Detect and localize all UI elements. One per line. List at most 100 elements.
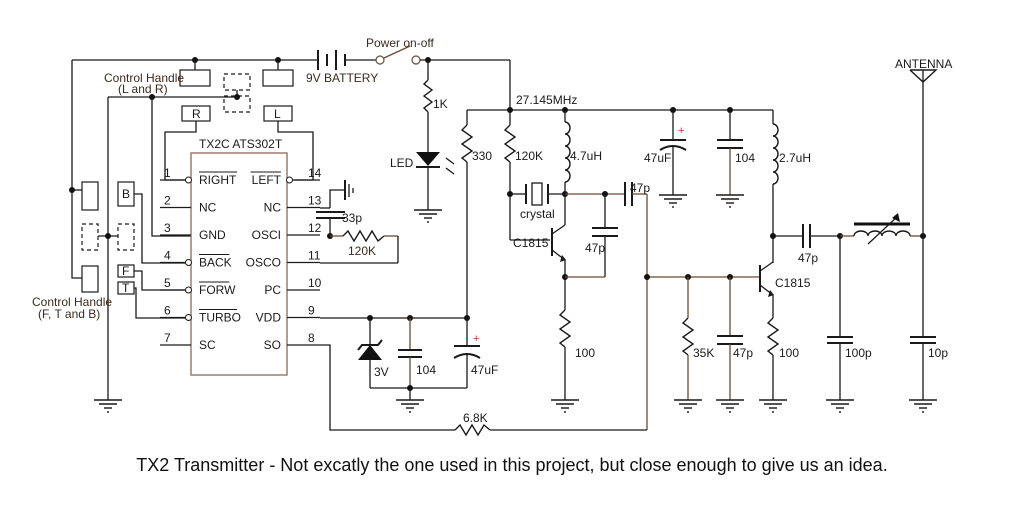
pin-name: PC <box>264 283 281 297</box>
capacitor-47uf-top: + 47uF <box>644 110 688 208</box>
power-switch-label: Power on-off <box>366 36 434 50</box>
svg-text:+: + <box>473 333 479 345</box>
pin-number: 5 <box>164 276 171 290</box>
svg-text:120K: 120K <box>348 244 376 258</box>
switch-f[interactable]: F <box>122 264 129 278</box>
crystal: crystal <box>510 182 565 221</box>
capacitor-104-top: 104 <box>715 110 755 208</box>
svg-text:104: 104 <box>735 151 755 165</box>
pin-number: 11 <box>308 249 321 263</box>
svg-text:Control Handle: Control Handle <box>104 71 184 85</box>
resistor-100-q1: 100 <box>550 309 595 413</box>
pin-number: 7 <box>164 331 171 345</box>
svg-text:33p: 33p <box>342 211 362 225</box>
resistor-330: 330 <box>460 110 492 318</box>
svg-text:47p: 47p <box>798 251 818 265</box>
svg-text:100p: 100p <box>845 346 872 360</box>
battery-rail <box>69 57 318 279</box>
svg-text:ANTENNA: ANTENNA <box>895 57 952 71</box>
svg-text:6.8K: 6.8K <box>463 411 488 425</box>
resistor-100-q2: 100 <box>758 317 799 413</box>
ic-pin-8: 8SO <box>264 331 320 352</box>
svg-text:100: 100 <box>575 346 595 360</box>
pin-name: BACK <box>199 256 232 270</box>
pin-number: 8 <box>308 331 315 345</box>
svg-text:Control Handle: Control Handle <box>32 295 112 309</box>
vdd-network: 3V 104 + 47uF <box>320 315 498 413</box>
transistor-q1: C1815 <box>513 224 568 310</box>
pin-number: 9 <box>308 304 315 318</box>
ic-tx2c: TX2C ATS302T <box>190 137 288 376</box>
svg-text:4.7uH: 4.7uH <box>570 149 602 163</box>
osc-network: 33p 120K <box>316 180 399 264</box>
led-label: LED <box>390 156 414 170</box>
pin-number: 12 <box>308 221 322 235</box>
svg-text:330: 330 <box>472 149 492 163</box>
inductor-2-7uh: 2.7uH <box>770 110 811 263</box>
pin-number: 2 <box>164 194 171 208</box>
svg-text:(L and R): (L and R) <box>118 82 168 96</box>
pin-name: GND <box>199 228 226 242</box>
svg-text:2.7uH: 2.7uH <box>779 151 811 165</box>
variable-inductor <box>840 213 926 245</box>
inductor-4-7uh: 4.7uH <box>562 110 602 225</box>
switch-b[interactable]: B <box>122 187 130 201</box>
svg-text:+: + <box>678 125 684 137</box>
pin-number: 4 <box>164 249 171 263</box>
led-branch: 1K LED <box>390 60 455 223</box>
pin-name: NC <box>264 201 282 215</box>
switch-t[interactable]: T <box>122 281 130 295</box>
pin-name: NC <box>199 201 217 215</box>
pin-number: 14 <box>308 166 322 180</box>
switch-r[interactable]: R <box>192 107 201 121</box>
frequency-label: 27.145MHz <box>516 93 577 107</box>
svg-text:(F, T and B): (F, T and B) <box>38 307 100 321</box>
svg-text:C1815: C1815 <box>513 236 549 250</box>
control-handle-ftb: B F T Control Handle (F, T and B) <box>32 181 186 321</box>
svg-text:47uF: 47uF <box>471 363 498 377</box>
pin-name: SO <box>264 338 281 352</box>
pin-name: TURBO <box>199 311 241 325</box>
switch-l[interactable]: L <box>274 107 281 121</box>
resistor-35k: 35K <box>673 277 714 413</box>
pin-number: 6 <box>164 304 171 318</box>
r-led-label: 1K <box>433 97 448 111</box>
pin-number: 3 <box>164 221 171 235</box>
transistor-q2: C1815 <box>759 261 811 318</box>
svg-text:104: 104 <box>416 363 436 377</box>
pin-number: 13 <box>308 194 322 208</box>
pin-number: 10 <box>308 276 322 290</box>
svg-text:C1815: C1815 <box>775 276 811 290</box>
svg-text:crystal: crystal <box>520 207 555 221</box>
capacitor-100p: 100p <box>825 236 872 413</box>
svg-text:47uF: 47uF <box>644 151 671 165</box>
pin-name: LEFT <box>252 173 282 187</box>
svg-text:100: 100 <box>779 346 799 360</box>
power-switch[interactable]: Power on-off <box>366 36 434 65</box>
svg-text:120K: 120K <box>515 149 543 163</box>
pin-name: SC <box>199 338 216 352</box>
pin-number: 1 <box>164 166 171 180</box>
ic-name: TX2C ATS302T <box>199 137 283 151</box>
battery-9v: 9V BATTERY <box>306 50 378 85</box>
pin-name: RIGHT <box>199 173 237 187</box>
capacitor-10p: 10p <box>908 336 948 413</box>
so-line: 6.8K <box>320 344 647 437</box>
pin-name: OSCI <box>252 228 281 242</box>
svg-text:3V: 3V <box>374 365 389 379</box>
pin-name: VDD <box>256 311 282 325</box>
svg-text:10p: 10p <box>928 346 948 360</box>
svg-text:47p: 47p <box>630 181 650 195</box>
